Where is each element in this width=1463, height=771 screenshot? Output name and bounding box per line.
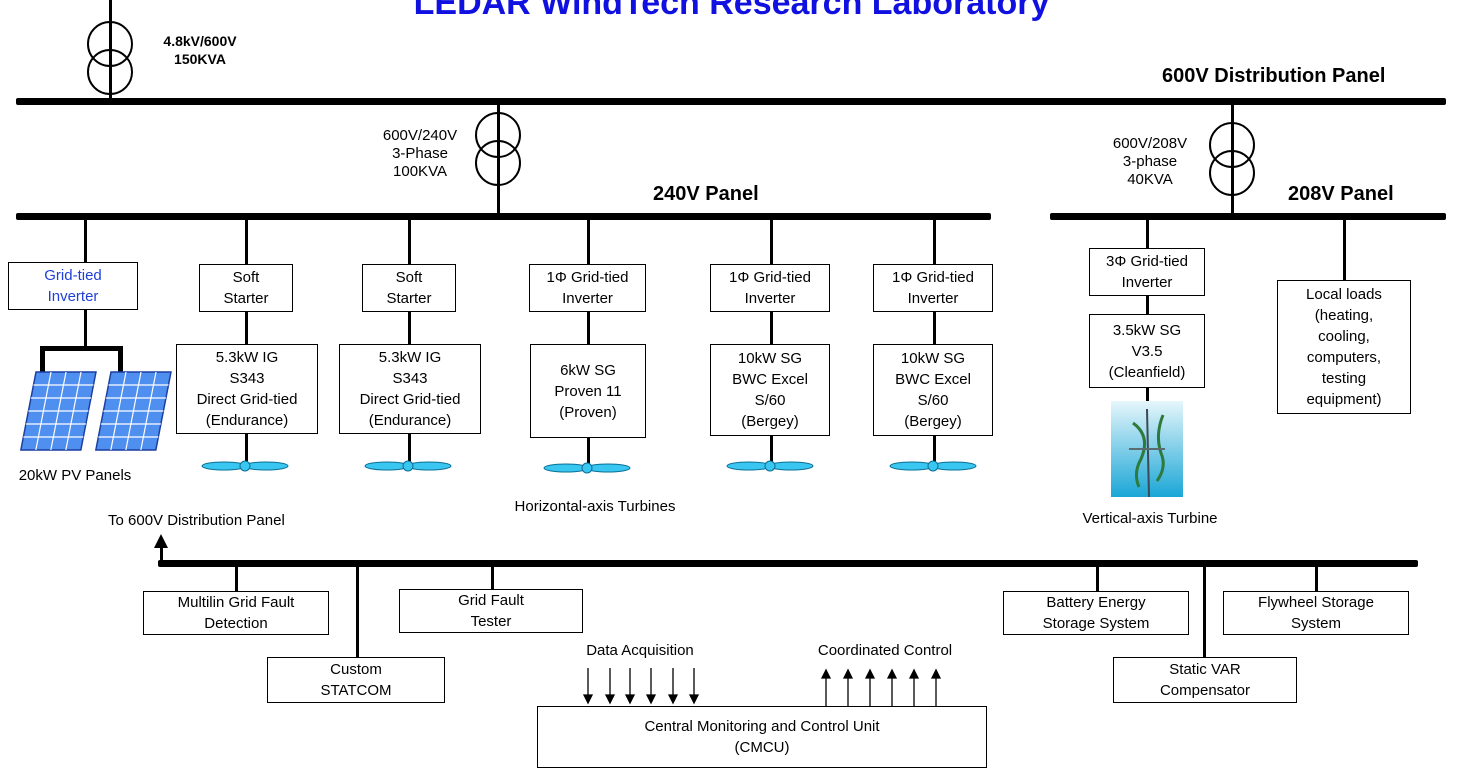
branch5-link	[933, 312, 936, 344]
up-arrow-icon	[154, 534, 168, 548]
battery-box: Battery Energy Storage System	[1003, 591, 1189, 635]
pv-panel-icon-1	[19, 371, 97, 451]
data-acquisition-arrows	[582, 668, 700, 705]
generator-2: 5.3kW IG S343 Direct Grid-tied (Enduranc…	[339, 344, 481, 434]
vat-label: Vertical-axis Turbine	[1082, 510, 1218, 527]
branch2-link	[408, 312, 411, 344]
soft-starter-1: Soft Starter	[199, 264, 293, 312]
flywheel-drop	[1315, 565, 1318, 591]
branch5-shaft	[933, 436, 936, 464]
turbine-rotor-icon-1	[201, 460, 289, 472]
branch1-shaft	[245, 434, 248, 464]
feeder-208	[1231, 103, 1234, 215]
vat-link	[1146, 296, 1149, 314]
branch4-shaft	[770, 436, 773, 464]
panel-240v-label: 240V Panel	[653, 183, 759, 205]
bus-bottom	[158, 560, 1418, 567]
branch2-drop	[408, 218, 411, 264]
pv-split	[40, 346, 123, 351]
flywheel-box: Flywheel Storage System	[1223, 591, 1409, 635]
bus-208v	[1050, 213, 1446, 220]
coordinated-control-label: Coordinated Control	[817, 642, 953, 659]
hat-label: Horizontal-axis Turbines	[514, 498, 676, 515]
pv-split-left	[40, 346, 45, 374]
branch5-drop	[933, 218, 936, 264]
diagram-title: LEDAR WindTech Research Laboratory	[413, 0, 1050, 22]
svc-box: Static VAR Compensator	[1113, 657, 1297, 703]
inverter-3: 1Φ Grid-tied Inverter	[529, 264, 646, 312]
vertical-axis-turbine-icon	[1111, 401, 1183, 497]
pv-drop	[84, 218, 87, 262]
data-acquisition-label: Data Acquisition	[586, 642, 694, 659]
turbine-rotor-icon-3	[543, 462, 631, 474]
statcom-box: Custom STATCOM	[267, 657, 445, 703]
multilin-box: Multilin Grid Fault Detection	[143, 591, 329, 635]
panel-600v-label: 600V Distribution Panel	[1162, 65, 1386, 87]
pv-split-right	[118, 346, 123, 374]
turbine-rotor-icon-2	[364, 460, 452, 472]
generator-5: 10kW SG BWC Excel S/60 (Bergey)	[873, 344, 993, 436]
branch3-drop	[587, 218, 590, 264]
branch1-link	[245, 312, 248, 344]
pv-link	[84, 310, 87, 350]
pv-inverter-box: Grid-tied Inverter	[8, 262, 138, 310]
branch3-shaft	[587, 438, 590, 464]
transformer-240-rating: 600V/240V 3-Phase 100KVA	[382, 127, 458, 180]
generator-1: 5.3kW IG S343 Direct Grid-tied (Enduranc…	[176, 344, 318, 434]
branch4-drop	[770, 218, 773, 264]
branch2-shaft	[408, 434, 411, 464]
main-transformer-rating: 4.8kV/600V 150KVA	[163, 33, 237, 67]
multilin-drop	[235, 565, 238, 591]
bus-600v	[16, 98, 1446, 105]
tester-drop	[491, 565, 494, 589]
vat-link-2	[1146, 388, 1149, 402]
loads-drop	[1343, 218, 1346, 280]
battery-drop	[1096, 565, 1099, 591]
bus-240v	[16, 213, 991, 220]
panel-208v-label: 208V Panel	[1288, 183, 1394, 205]
turbine-rotor-icon-5	[889, 460, 977, 472]
turbine-rotor-icon-4	[726, 460, 814, 472]
to-600-riser	[160, 542, 163, 566]
inverter-3phase: 3Φ Grid-tied Inverter	[1089, 248, 1205, 296]
generator-3: 6kW SG Proven 11 (Proven)	[530, 344, 646, 438]
local-loads-box: Local loads (heating, cooling, computers…	[1277, 280, 1411, 414]
cmcu-box: Central Monitoring and Control Unit (CMC…	[537, 706, 987, 768]
coordinated-control-arrows	[820, 668, 942, 706]
soft-starter-2: Soft Starter	[362, 264, 456, 312]
generator-vat: 3.5kW SG V3.5 (Cleanfield)	[1089, 314, 1205, 388]
branch1-drop	[245, 218, 248, 264]
pv-panel-icon-2	[94, 371, 172, 451]
branch3-link	[587, 312, 590, 344]
feeder-240	[497, 103, 500, 215]
inverter-5: 1Φ Grid-tied Inverter	[873, 264, 993, 312]
pv-label: 20kW PV Panels	[18, 467, 132, 484]
branch4-link	[770, 312, 773, 344]
svc-drop	[1203, 565, 1206, 657]
grid-fault-tester-box: Grid Fault Tester	[399, 589, 583, 633]
main-transformer-icon	[87, 21, 133, 67]
to-600-label: To 600V Distribution Panel	[108, 512, 285, 529]
statcom-drop	[356, 565, 359, 657]
inverter-4: 1Φ Grid-tied Inverter	[710, 264, 830, 312]
generator-4: 10kW SG BWC Excel S/60 (Bergey)	[710, 344, 830, 436]
vat-drop	[1146, 218, 1149, 248]
transformer-208-rating: 600V/208V 3-phase 40KVA	[1112, 135, 1188, 188]
